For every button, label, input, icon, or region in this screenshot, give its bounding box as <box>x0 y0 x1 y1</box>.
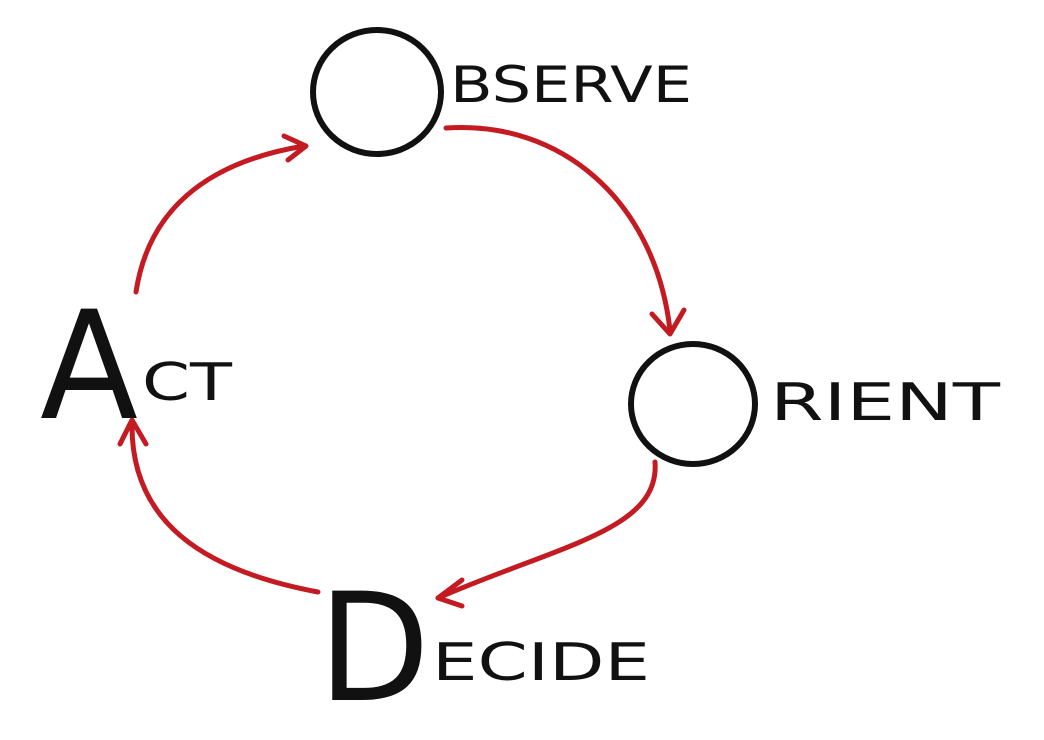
decide-initial-letter: D <box>318 562 430 736</box>
arrowhead-observe <box>281 133 309 163</box>
act-initial-letter: A <box>40 280 138 454</box>
node-decide: D ECIDE <box>318 562 650 736</box>
observe-initial-circle <box>310 27 444 157</box>
decide-label-rest: ECIDE <box>432 633 650 693</box>
arrowhead-decide <box>435 577 465 609</box>
node-observe: O BSERVE <box>310 27 692 157</box>
observe-label-rest: BSERVE <box>450 56 692 114</box>
orient-label-rest: RIENT <box>770 373 1000 433</box>
arrow-decide-to-act <box>129 423 321 595</box>
arrow-orient-to-decide <box>435 459 658 601</box>
arrowhead-orient <box>649 307 687 337</box>
act-label-rest: CT <box>142 353 232 413</box>
cycle-arrows <box>117 124 687 609</box>
arrowhead-act <box>117 417 149 447</box>
node-orient: O RIENT <box>628 341 1000 467</box>
arrow-observe-to-orient <box>443 124 673 333</box>
arrow-act-to-observe <box>133 143 307 295</box>
node-act: A CT <box>40 280 232 454</box>
orient-initial-circle <box>628 341 758 467</box>
